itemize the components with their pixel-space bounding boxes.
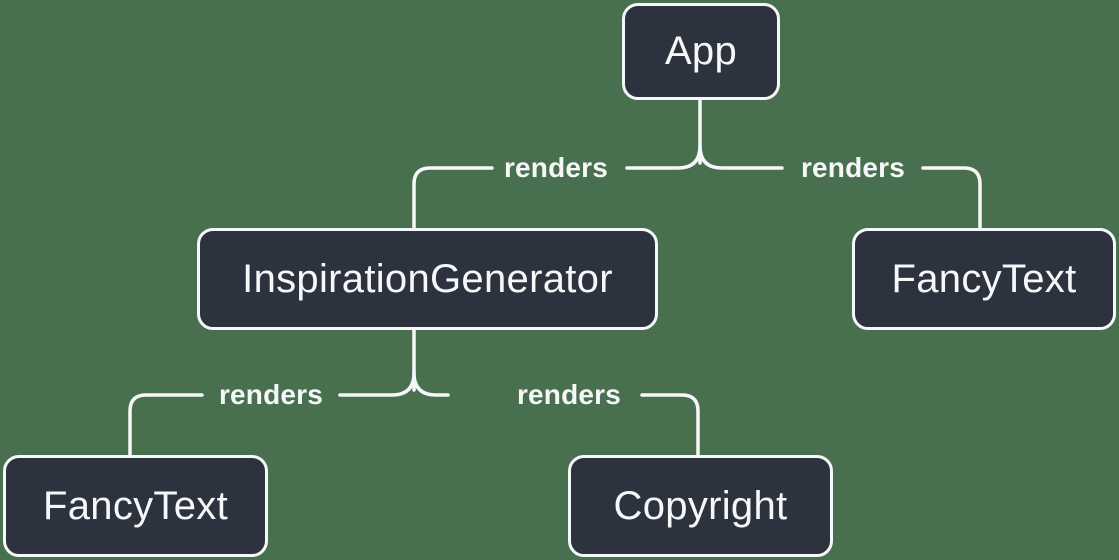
edge-inspirationgenerator-to-copyright (412, 371, 700, 457)
node-app: App (622, 3, 780, 100)
node-inspiration-generator: InspirationGenerator (197, 228, 658, 330)
edge-label-renders-app-fancytext: renders (800, 152, 906, 183)
edge-app-to-fancytext (698, 144, 982, 230)
edge-label-renders-app-inspirationgenerator: renders (503, 152, 609, 183)
node-copyright: Copyright (568, 455, 833, 557)
node-fancy-text-left: FancyText (3, 455, 268, 557)
node-fancy-text-right: FancyText (852, 228, 1116, 330)
edge-label-renders-inspirationgenerator-fancytext: renders (218, 379, 324, 410)
edge-label-renders-inspirationgenerator-copyright: renders (516, 379, 622, 410)
